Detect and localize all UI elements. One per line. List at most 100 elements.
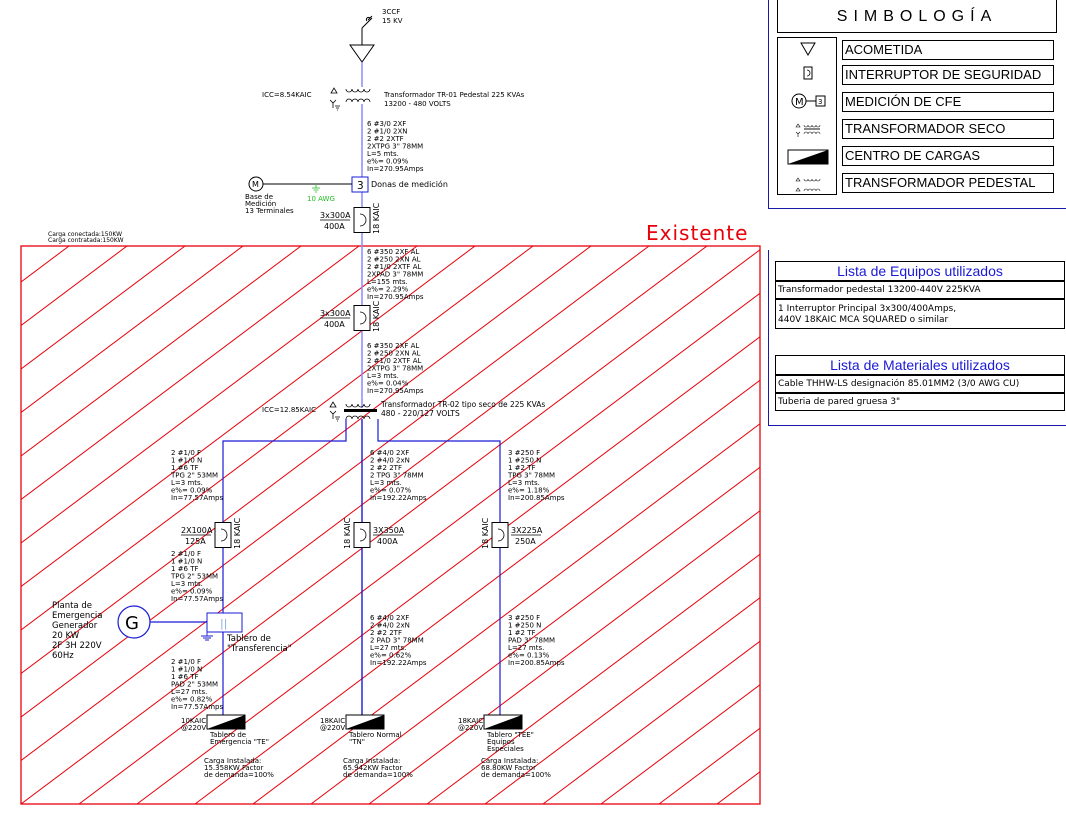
feeder3-spec: 6 #350 2XF AL2 #250 2XN AL2 #1/0 2XTF AL… <box>367 342 424 395</box>
hatch-line <box>21 246 534 631</box>
equipos-row: Transformador pedestal 13200-440V 225KVA <box>775 281 1065 299</box>
breaker-kaic: 18 KAIC <box>343 517 352 549</box>
equipos-row-text: Transformador pedestal 13200-440V 225KVA <box>778 285 981 295</box>
feeder1-line: In=270.95Amps <box>367 165 424 173</box>
feeder-upper-line: L=3 mts. <box>171 479 203 487</box>
dry-transformer-icon <box>795 123 821 137</box>
feeder-middle-line: In=77.57Amps <box>171 595 223 603</box>
feeder2-line: 2 #1/0 2XTF AL <box>367 263 421 271</box>
tr02-icc: ICC=12.85KAIC <box>262 406 316 414</box>
panel-kaic: 10KAIC <box>181 717 206 725</box>
materiales-row: Tuberia de pared gruesa 3" <box>775 393 1065 411</box>
generator-desc-line: 60Hz <box>52 651 74 661</box>
feeder1-line: 2 #1/0 2XN <box>367 128 408 136</box>
secondary-winding-icon <box>345 415 371 420</box>
hatch-line <box>310 466 760 804</box>
wye-ground-icon <box>329 99 340 111</box>
equipos-title: Lista de Equipos utilizados <box>775 261 1065 281</box>
panel-load: Carga Instalada: <box>481 757 538 765</box>
existing-zone: Existente <box>20 221 761 805</box>
feeder-upper-line: 6 #4/0 2XF <box>370 449 409 457</box>
feeder-lower-line: 2 #4/0 2xN <box>370 622 410 630</box>
breaker-rating: 2X100A <box>181 526 213 535</box>
feeder-upper-line: 2 #1/0 F <box>171 449 201 457</box>
hatch-line <box>21 246 360 501</box>
breaker-rating: 3X225A <box>511 526 543 535</box>
feeder-lower-line: e%= 0.82% <box>171 696 213 704</box>
generator-desc-line: 2F 3H 220V <box>52 641 102 651</box>
feeder-lower-line: 2 #2 2TF <box>370 629 402 637</box>
panel-name: Tablero de <box>209 731 246 739</box>
hatch-line <box>600 684 760 804</box>
tr01-name: Transformador TR-01 Pedestal 225 KVAs <box>383 91 525 99</box>
ground-icon <box>201 632 213 641</box>
hatch-line <box>252 423 760 804</box>
feeder1-line: e%= 0.09% <box>367 158 409 166</box>
feeder-upper-line: L=3 mts. <box>508 479 540 487</box>
panel-name: Tablero "TEE" <box>486 731 534 739</box>
feeder3-line: In=270.95Amps <box>367 387 424 395</box>
panel-load: Carga Instalada: <box>204 757 261 765</box>
legend-transformador-seco: TRANSFORMADOR SECO <box>842 119 1054 139</box>
feeder3-line: L=3 mts. <box>367 372 399 380</box>
hatch-line <box>21 246 128 327</box>
service-entrance: 3CCF 15 KV <box>349 8 403 63</box>
service-voltage: 15 KV <box>382 17 403 25</box>
breaker-icon <box>214 522 232 548</box>
feeder-middle-line: e%= 0.09% <box>171 588 213 596</box>
hatch-line <box>194 379 760 804</box>
feeder-middle-line: 2 #1/0 F <box>171 550 201 558</box>
meter-base-label: Medición <box>245 200 276 208</box>
transfer-glyph: || <box>220 617 227 630</box>
feeder-lower-line: 2 #1/0 F <box>171 658 201 666</box>
breaker-icon <box>491 522 509 548</box>
panel-load: de demanda=100% <box>343 771 413 779</box>
hatch-line <box>21 246 302 457</box>
hatch-line <box>78 292 760 804</box>
tr02-voltage: 480 - 220/127 VOLTS <box>381 409 460 418</box>
hatch-line <box>426 553 760 804</box>
svg-text:M: M <box>795 97 804 108</box>
panel-name: Equipos <box>487 738 515 746</box>
feeder2-line: 2 #250 2XN AL <box>367 256 421 264</box>
feeder-lower-line: 2 PAD 3" 78MM <box>370 637 424 645</box>
hatch-line <box>21 246 244 414</box>
breaker-kaic: 18 KAIC <box>233 517 242 549</box>
feeder-middle-line: 1 #6 TF <box>171 565 199 573</box>
feeder2-line: 2XPAD 3" 78MM <box>367 271 423 279</box>
existing-zone-border <box>20 245 761 805</box>
feeder-middle-line: TPG 2" 53MM <box>170 573 218 581</box>
breaker-arc-icon <box>359 311 367 325</box>
feeder2-line: 6 #350 2XF AL <box>367 248 419 256</box>
load-center-icon <box>787 149 829 165</box>
transfer-switch: || Tablero de "Transferencia" <box>201 612 292 654</box>
panel-name: Emergencia "TE" <box>210 738 269 746</box>
hatch-line <box>21 249 760 804</box>
feeder-lower-line: L=27 mts. <box>370 644 406 652</box>
svg-text:3: 3 <box>818 98 822 106</box>
feeder-lower-line: 1 #6 TF <box>171 673 199 681</box>
feeder-upper-line: 2 #4/0 2xN <box>370 457 410 465</box>
primary-winding-icon <box>345 88 371 93</box>
feeder-upper-line: TPG 3" 78MM <box>507 472 555 480</box>
panel-kaic: @220V <box>458 724 483 732</box>
hatch-line <box>542 640 760 804</box>
feeder-upper-line: e%= 1.18% <box>508 487 550 495</box>
ct-glyph: 3 <box>357 180 364 192</box>
feeder-upper-line: 1 #2 TF <box>508 464 536 472</box>
feeder-upper-line: In=77.57Amps <box>171 494 223 502</box>
secondary-winding-icon <box>345 98 371 103</box>
cutout-icon <box>361 15 373 40</box>
hatch-line <box>21 246 186 370</box>
legend-interruptor: INTERRUPTOR DE SEGURIDAD <box>842 65 1054 85</box>
delta-icon <box>330 87 338 94</box>
acometida-icon <box>800 42 816 56</box>
panel-load: 68.80KW Factor <box>481 764 536 772</box>
meter-base-label: 13 Terminales <box>245 207 294 215</box>
simbologia-panel: SIMBOLOGÍA M 3 <box>768 0 1066 209</box>
breaker-rating: 3x300A <box>320 211 351 220</box>
feeder-lower-line: In=77.57Amps <box>171 703 223 711</box>
transfer-switch-icon <box>206 612 243 633</box>
feeder-lower-line: L=27 mts. <box>508 644 544 652</box>
